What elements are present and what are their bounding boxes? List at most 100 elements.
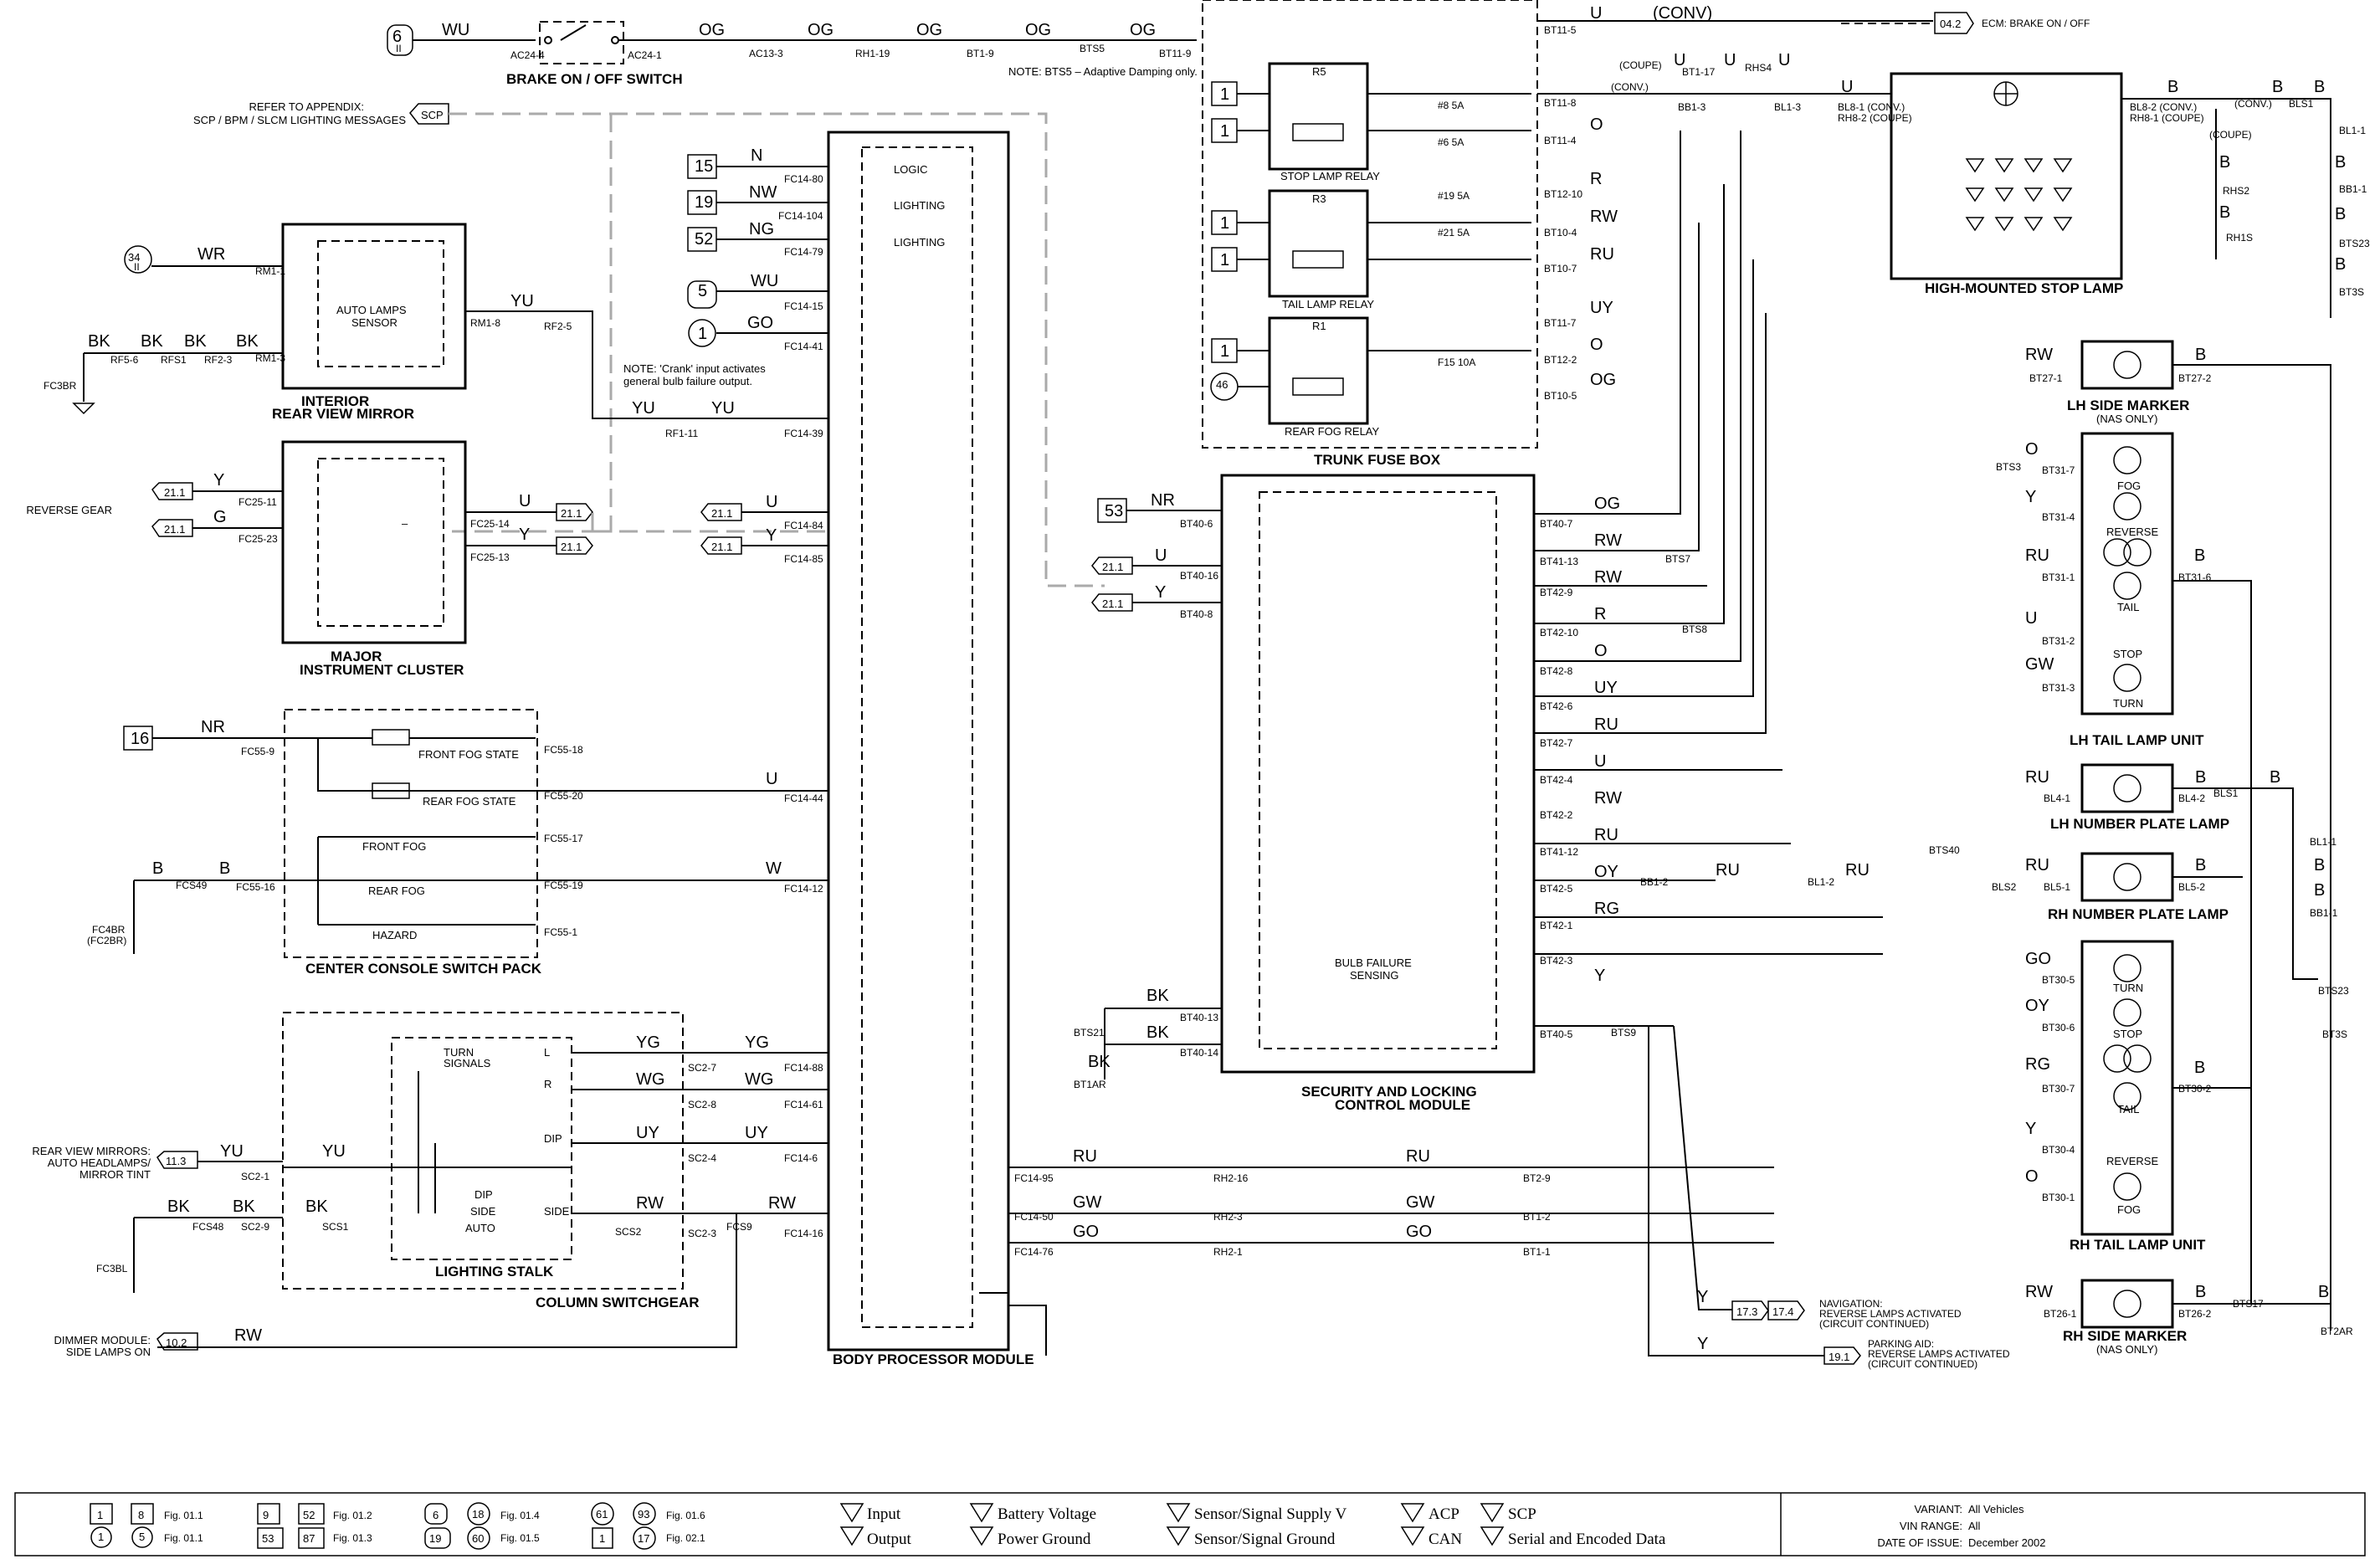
svg-text:BL5-2: BL5-2 [2178, 881, 2205, 893]
svg-text:RU: RU [1073, 1147, 1097, 1166]
svg-text:RG: RG [2025, 1055, 2050, 1074]
svg-text:WG: WG [745, 1070, 773, 1089]
svg-text:BT2-9: BT2-9 [1523, 1172, 1551, 1184]
svg-text:#19 5A: #19 5A [1438, 190, 1470, 202]
svg-text:B: B [219, 859, 230, 878]
svg-text:BT27-2: BT27-2 [2178, 372, 2212, 384]
svg-text:9: 9 [263, 1509, 269, 1521]
svg-text:B: B [2270, 768, 2280, 787]
svg-text:AUTO HEADLAMPS/: AUTO HEADLAMPS/ [48, 1156, 151, 1169]
column-switchgear: TURN SIGNALS L R DIP DIP SIDE AUTO SIDE … [32, 1012, 828, 1358]
svg-text:RW: RW [234, 1326, 262, 1345]
svg-text:Y: Y [1155, 583, 1166, 602]
svg-text:B: B [2314, 856, 2325, 874]
svg-text:FOG: FOG [2117, 1203, 2141, 1216]
svg-text:BT40-13: BT40-13 [1180, 1012, 1218, 1023]
svg-text:FC14-16: FC14-16 [784, 1228, 823, 1239]
svg-text:O: O [1590, 115, 1603, 134]
svg-text:BL4-1: BL4-1 [2044, 792, 2070, 804]
svg-text:L: L [544, 1046, 550, 1059]
svg-text:FC14-76: FC14-76 [1014, 1246, 1054, 1258]
svg-text:1: 1 [1220, 251, 1229, 269]
svg-text:Y: Y [1697, 1335, 1708, 1353]
svg-text:MAJOR: MAJOR [331, 649, 382, 664]
svg-text:O: O [1590, 336, 1603, 354]
svg-text:B: B [2195, 768, 2206, 787]
svg-text:FC14-15: FC14-15 [784, 300, 823, 312]
svg-text:BB1-2: BB1-2 [1640, 876, 1669, 888]
yu-feed: YU YU RF1-11 FC14-39 NOTE: 'Crank' input… [592, 362, 828, 439]
svg-text:NW: NW [749, 183, 777, 202]
svg-text:34: 34 [128, 251, 140, 264]
svg-text:YU: YU [322, 1142, 346, 1161]
brake-switch-title: BRAKE ON / OFF SWITCH [506, 71, 683, 87]
svg-text:R1: R1 [1312, 320, 1326, 332]
center-console: 16 NR FC55-9 FRONT FOG STATE REAR FOG ST… [87, 709, 828, 977]
svg-text:87: 87 [303, 1532, 315, 1545]
svg-text:RH8-1 (COUPE): RH8-1 (COUPE) [2130, 112, 2204, 124]
svg-text:FCS49: FCS49 [176, 880, 208, 891]
svg-text:Y: Y [2025, 488, 2036, 506]
note-bts5: NOTE: BTS5 – Adaptive Damping only. [1008, 65, 1198, 78]
svg-text:REVERSE GEAR: REVERSE GEAR [26, 504, 112, 516]
svg-text:BL1-2: BL1-2 [1808, 876, 1834, 888]
svg-text:SC2-1: SC2-1 [241, 1171, 269, 1182]
svg-text:YU: YU [711, 399, 735, 418]
svg-text:R5: R5 [1312, 65, 1326, 78]
svg-text:BK: BK [167, 1197, 190, 1216]
svg-text:Fig. 01.1: Fig. 01.1 [164, 1532, 203, 1544]
svg-text:RU: RU [1594, 715, 1618, 734]
svg-text:SENSING: SENSING [1350, 969, 1399, 982]
svg-text:U: U [1155, 546, 1167, 565]
svg-text:DIMMER MODULE:: DIMMER MODULE: [54, 1334, 151, 1346]
svg-text:10.2: 10.2 [166, 1336, 187, 1349]
svg-text:AUTO: AUTO [465, 1222, 495, 1234]
svg-text:BT40-6: BT40-6 [1180, 518, 1213, 530]
svg-text:Y: Y [1594, 967, 1605, 985]
svg-text:Serial and Encoded Data: Serial and Encoded Data [1508, 1531, 1666, 1548]
svg-text:RM1-1: RM1-1 [255, 265, 285, 277]
svg-text:BK: BK [305, 1197, 328, 1216]
svg-text:NR: NR [1151, 491, 1175, 510]
svg-text:SIDE: SIDE [544, 1205, 570, 1218]
svg-text:BTS8: BTS8 [1682, 623, 1707, 635]
svg-text:TURN: TURN [2113, 697, 2143, 710]
svg-text:BT12-2: BT12-2 [1544, 354, 1577, 366]
svg-text:FC4BR: FC4BR [92, 924, 126, 936]
svg-text:FC14-50: FC14-50 [1014, 1211, 1054, 1223]
svg-text:U: U [1590, 4, 1602, 23]
svg-text:RF2-5: RF2-5 [544, 321, 572, 332]
svg-text:BT1-17: BT1-17 [1682, 66, 1716, 78]
svg-text:RU: RU [1845, 861, 1870, 880]
svg-text:04.2: 04.2 [1940, 18, 1961, 30]
svg-text:FC25-11: FC25-11 [239, 496, 277, 508]
svg-text:DIP: DIP [544, 1132, 562, 1145]
svg-text:RU: RU [1590, 245, 1614, 264]
svg-text:1: 1 [599, 1532, 605, 1545]
svg-text:BT42-5: BT42-5 [1540, 883, 1573, 895]
mirror-box [281, 223, 467, 390]
svg-text:RU: RU [1406, 1147, 1430, 1166]
svg-text:21.1: 21.1 [164, 523, 185, 536]
svg-text:RM1-3: RM1-3 [255, 352, 285, 364]
svg-text:Sensor/Signal Supply V: Sensor/Signal Supply V [1194, 1505, 1347, 1523]
svg-text:Y: Y [1697, 1288, 1708, 1306]
svg-text:B: B [2195, 856, 2206, 874]
svg-text:1: 1 [1220, 342, 1229, 361]
svg-text:U: U [1594, 752, 1606, 771]
svg-text:REAR VIEW MIRRORS:: REAR VIEW MIRRORS: [32, 1145, 151, 1157]
svg-text:OG: OG [1590, 371, 1616, 389]
svg-text:OG: OG [916, 21, 942, 39]
svg-text:FC55-19: FC55-19 [544, 880, 583, 891]
svg-text:BT42-7: BT42-7 [1540, 737, 1573, 749]
svg-text:U: U [766, 493, 777, 511]
svg-text:RW: RW [2025, 346, 2053, 364]
svg-text:BT42-9: BT42-9 [1540, 587, 1573, 598]
svg-text:RW: RW [1594, 789, 1622, 808]
svg-text:21.1: 21.1 [1102, 597, 1123, 610]
svg-text:YU: YU [510, 292, 534, 310]
svg-text:SCP: SCP [1508, 1505, 1536, 1523]
